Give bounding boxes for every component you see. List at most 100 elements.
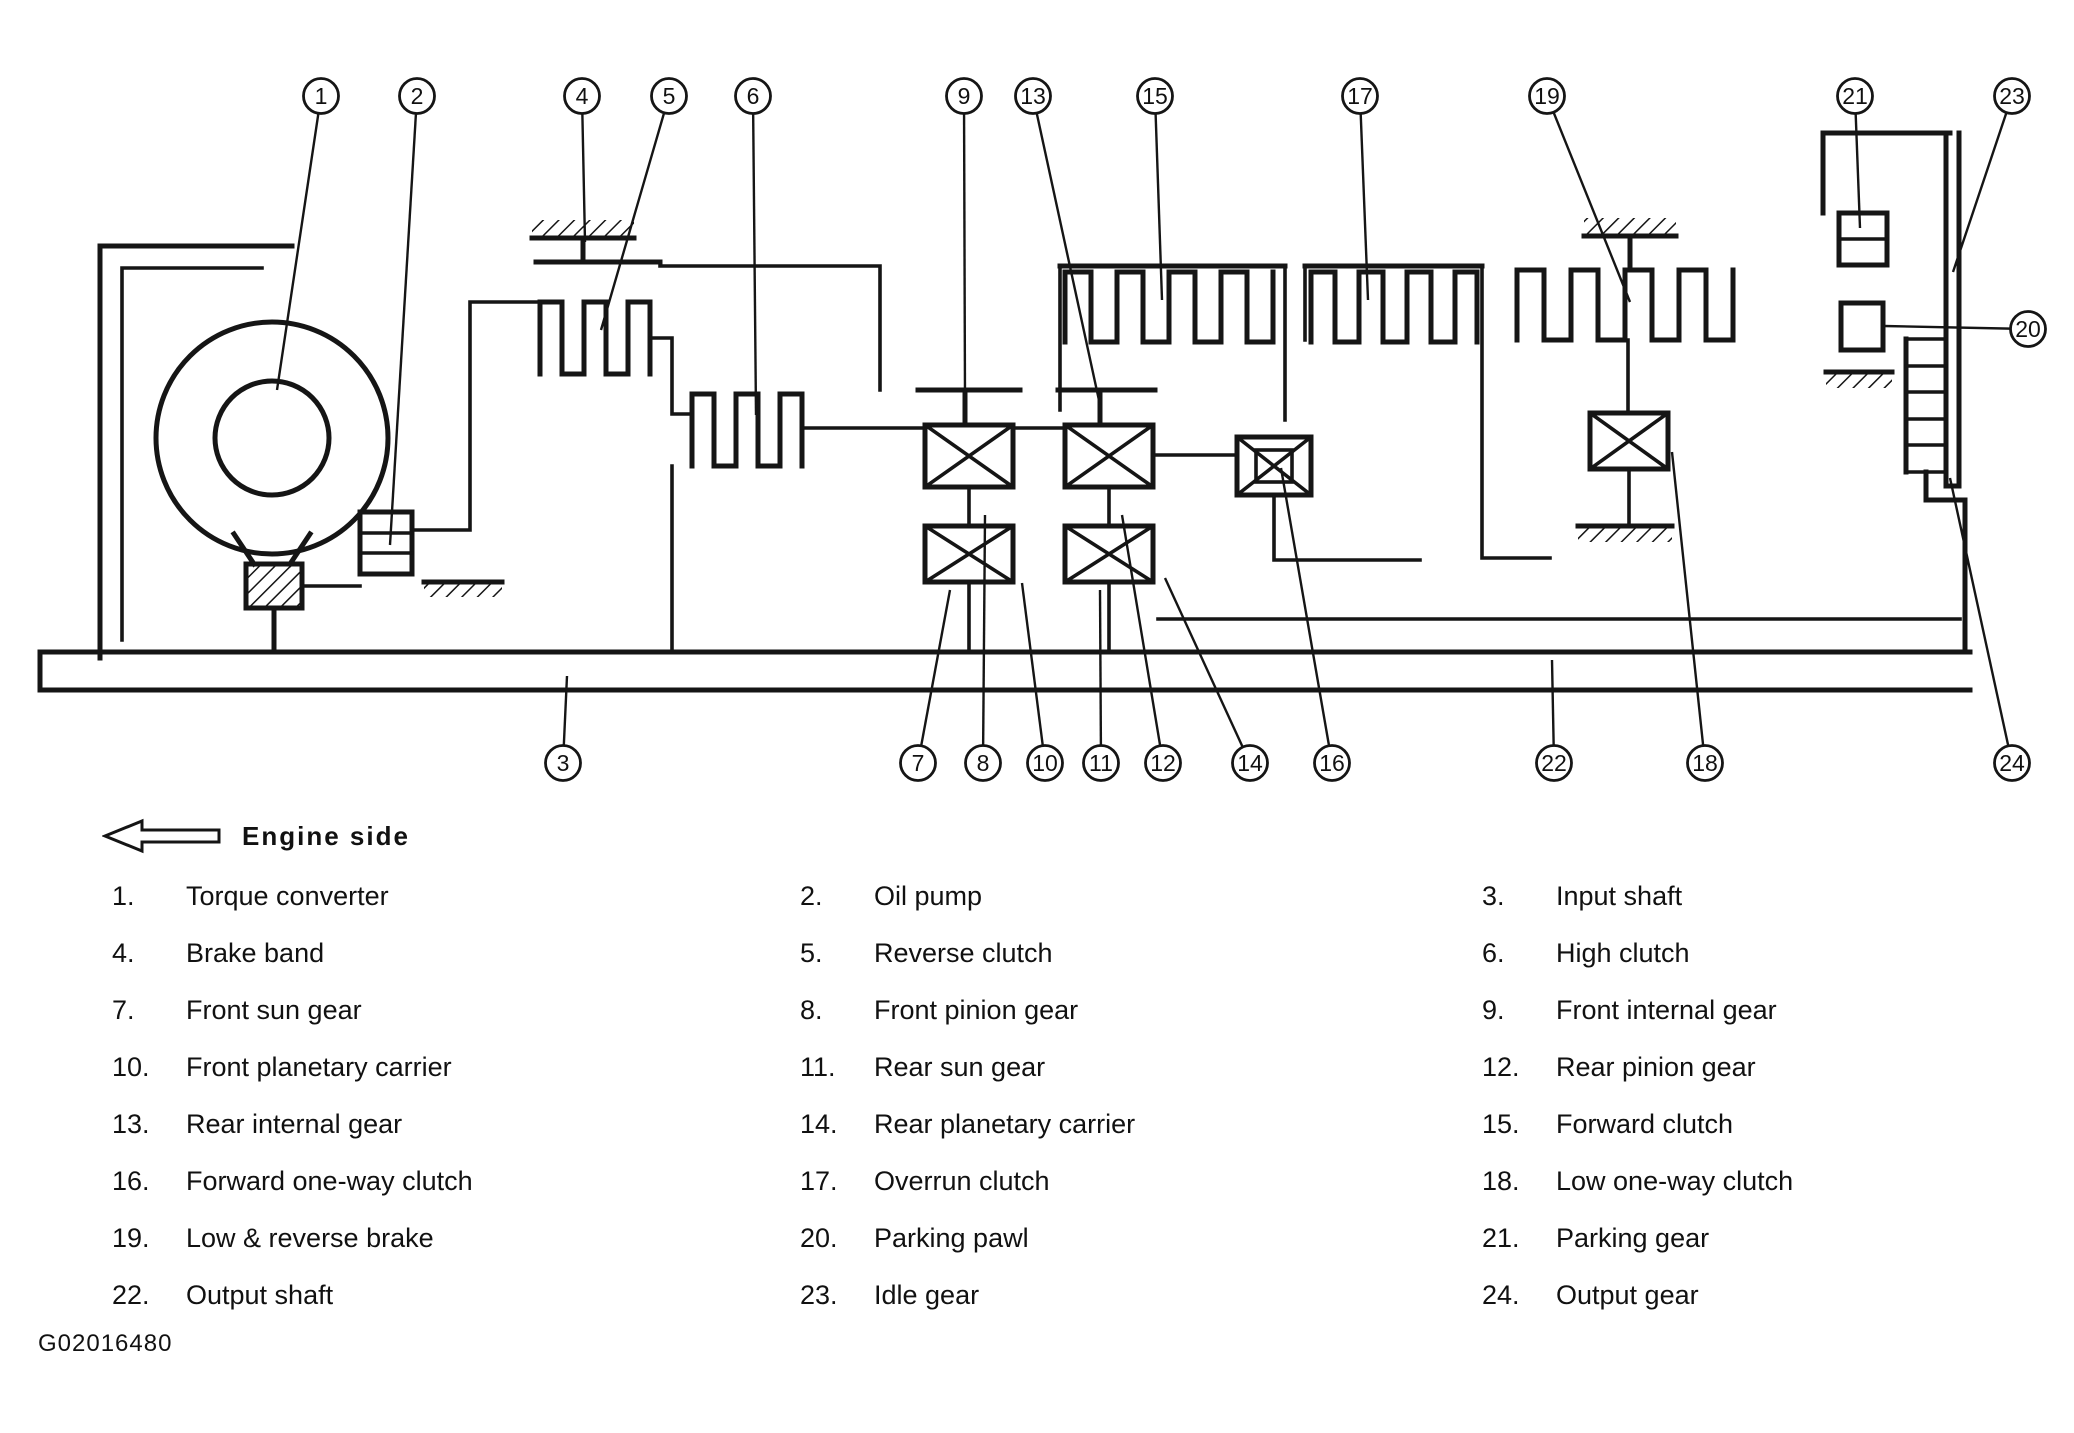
legend-item-11: 11.Rear sun gear xyxy=(800,1053,1482,1081)
callout-number-11: 11 xyxy=(1089,750,1113,776)
legend-item-label: Idle gear xyxy=(874,1280,980,1310)
callout-leader-10 xyxy=(1020,582,1047,764)
callout-circle-19 xyxy=(1528,77,1566,115)
legend-item-13: 13. Rear internal gear xyxy=(112,1110,800,1138)
callout-circle-5 xyxy=(650,77,688,115)
legend-item-18: 18.Low one-way clutch xyxy=(1482,1167,2022,1195)
legend-item-1: 1. Torque converter xyxy=(112,882,800,910)
legend-item-number: 13. xyxy=(112,1109,150,1139)
callout-circle-15 xyxy=(1136,77,1174,115)
overrun-clutch-pack xyxy=(1308,269,1480,345)
low-reverse-brake xyxy=(1156,218,1962,621)
legend-item-label: Rear internal gear xyxy=(186,1109,403,1139)
engine-side-indicator: Engine side xyxy=(102,818,410,854)
brake-band-strap xyxy=(533,235,663,265)
legend-item-number: 17. xyxy=(800,1166,838,1196)
converter-bell-left xyxy=(230,530,258,568)
legend-item-15: 15.Forward clutch xyxy=(1482,1110,2022,1138)
legend-item-4: 4.Brake band xyxy=(112,939,800,967)
legend-item-label: Rear planetary carrier xyxy=(874,1109,1136,1139)
legend-item-label: Low & reverse brake xyxy=(186,1223,434,1253)
pump-ground-hatch xyxy=(424,582,502,597)
callout-number-14: 14 xyxy=(1237,750,1263,776)
overrun-clutch xyxy=(1302,263,1552,560)
brake-ground-hatch xyxy=(1584,218,1676,236)
callout-circle-8 xyxy=(964,744,1002,782)
callout-8: 8 xyxy=(964,744,1002,782)
legend-item-number: 5. xyxy=(800,938,823,968)
pawl-ground-hatch xyxy=(1826,372,1892,388)
callout-number-3: 3 xyxy=(557,750,570,776)
legend-item-label: Output shaft xyxy=(186,1280,334,1310)
legend-item-label: Parking pawl xyxy=(874,1223,1029,1253)
callout-number-10: 10 xyxy=(1032,750,1058,776)
callout-circle-7 xyxy=(899,744,937,782)
legend-item-number: 1. xyxy=(112,881,135,911)
legend-item-6: 6.High clutch xyxy=(1482,939,2022,967)
callout-number-15: 15 xyxy=(1142,83,1168,109)
legend-item-number: 9. xyxy=(1482,995,1505,1025)
callout-leader-12 xyxy=(1120,514,1165,764)
legend-item-label: Front pinion gear xyxy=(874,995,1079,1025)
legend-item-number: 15. xyxy=(1482,1109,1520,1139)
callout-9: 9 xyxy=(945,77,983,115)
rear-planetary-gearset xyxy=(1011,387,1158,654)
callout-leader-16 xyxy=(1279,467,1334,764)
callout-circle-24 xyxy=(1993,744,2031,782)
callout-circle-14 xyxy=(1231,744,1269,782)
callout-circle-11 xyxy=(1082,744,1120,782)
figure-id: G02016480 xyxy=(38,1330,173,1357)
callout-leader-14 xyxy=(1163,577,1252,764)
rear-sun-lower-x xyxy=(1062,523,1156,585)
callout-leader-8 xyxy=(981,514,987,764)
engine-side-label: Engine side xyxy=(242,820,410,851)
rear-internal-gear xyxy=(1055,387,1158,428)
callout-3: 3 xyxy=(544,744,582,782)
callout-number-24: 24 xyxy=(1999,750,2025,776)
legend-item-3: 3.Input shaft xyxy=(1482,882,2022,910)
callout-circle-9 xyxy=(945,77,983,115)
callout-circle-1 xyxy=(302,77,340,115)
legend-item-number: 6. xyxy=(1482,938,1505,968)
rear-pinion-upper-x xyxy=(1062,422,1156,490)
callout-leader-23 xyxy=(1951,95,2014,273)
callout-leader-15 xyxy=(1153,95,1164,301)
legend-item-12: 12.Rear pinion gear xyxy=(1482,1053,2022,1081)
reverse-clutch-pack xyxy=(537,299,653,377)
callout-circle-4 xyxy=(563,77,601,115)
brake-band-reverse-clutch xyxy=(529,220,694,416)
legend-item-number: 4. xyxy=(112,938,135,968)
callout-6: 6 xyxy=(734,77,772,115)
front-internal-gear xyxy=(915,387,1023,428)
callout-number-4: 4 xyxy=(576,83,589,109)
forward-drum-walls xyxy=(1058,264,1287,422)
callout-circle-10 xyxy=(1026,744,1064,782)
high-clutch-drum xyxy=(658,264,882,392)
callout-leader-21 xyxy=(1853,95,1862,229)
callout-18: 18 xyxy=(1686,744,1724,782)
callout-circle-2 xyxy=(398,77,436,115)
forward-one-way-clutch xyxy=(1151,434,1422,562)
legend-item-number: 14. xyxy=(800,1109,838,1139)
housing-outer-wall xyxy=(97,243,295,661)
callout-21: 21 xyxy=(1836,77,1874,115)
callout-number-8: 8 xyxy=(977,750,990,776)
callout-19: 19 xyxy=(1528,77,1566,115)
callout-14: 14 xyxy=(1231,744,1269,782)
legend-item-number: 24. xyxy=(1482,1280,1520,1310)
legend-item-number: 21. xyxy=(1482,1223,1520,1253)
output-gear-link xyxy=(1923,469,1968,655)
callout-circle-3 xyxy=(544,744,582,782)
band-ground-hatch xyxy=(532,220,634,238)
callout-circle-17 xyxy=(1341,77,1379,115)
legend-item-24: 24.Output gear xyxy=(1482,1281,2022,1309)
legend-item-label: Parking gear xyxy=(1556,1223,1710,1253)
legend-item-label: Torque converter xyxy=(186,881,389,911)
high-clutch-pack xyxy=(689,391,805,469)
callout-number-9: 9 xyxy=(958,83,971,109)
callout-number-13: 13 xyxy=(1020,83,1046,109)
